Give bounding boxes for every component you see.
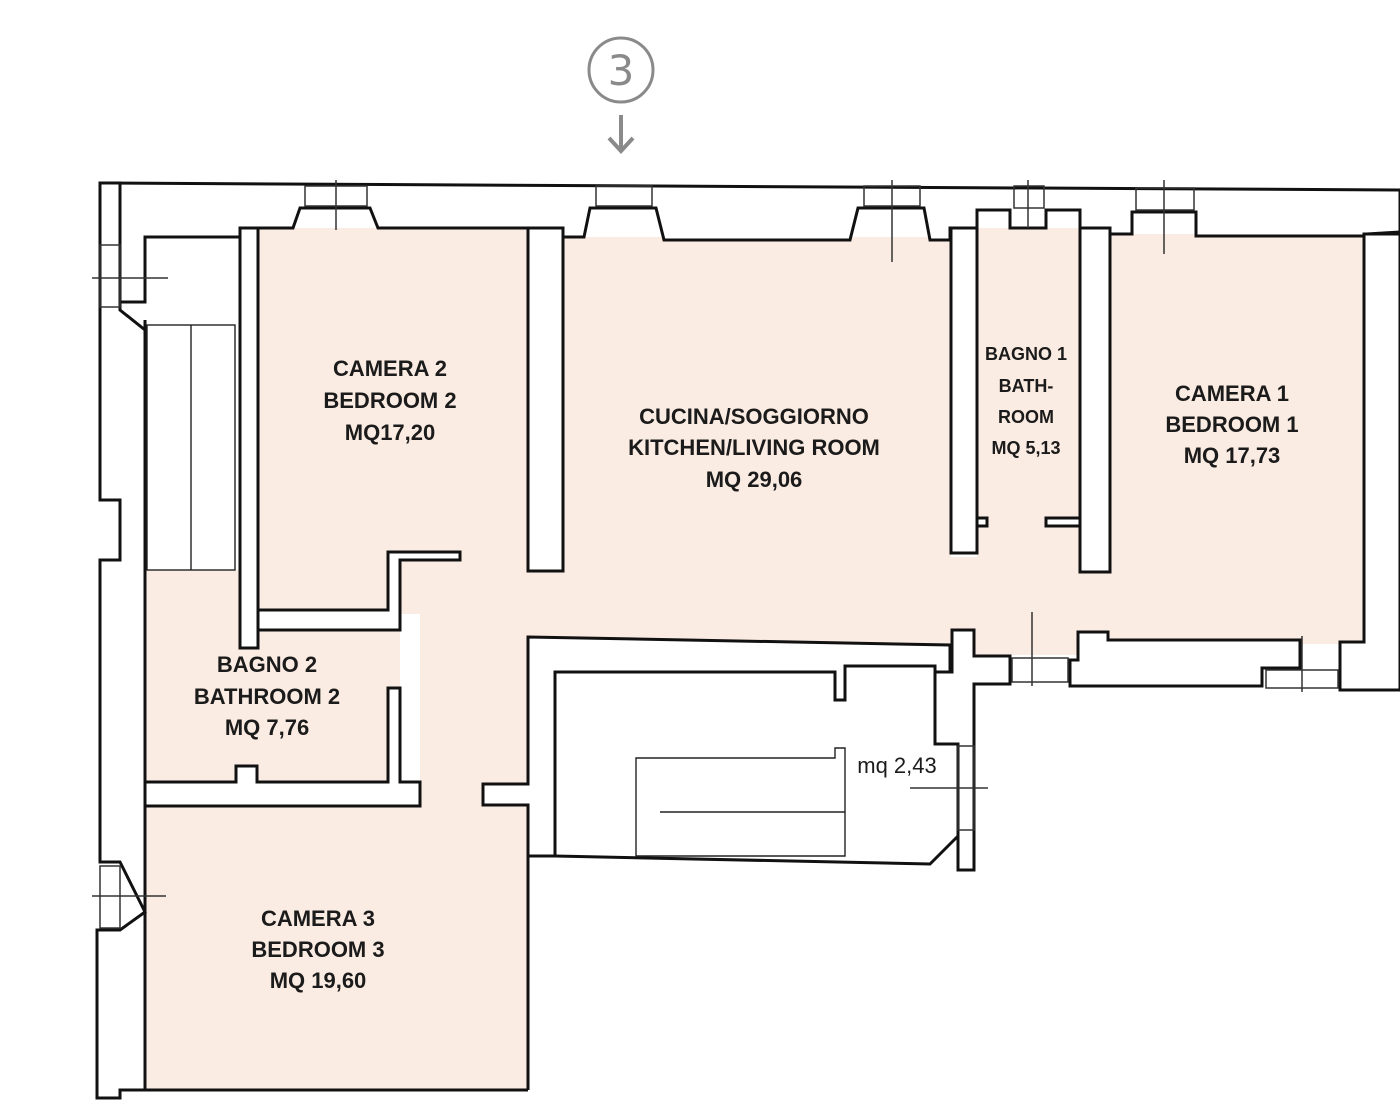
camera1-area: MQ 17,73 bbox=[1184, 443, 1281, 468]
camera3-label-1: CAMERA 3 bbox=[261, 906, 375, 931]
wall-bagno2-camera3 bbox=[143, 686, 422, 808]
window-bottom-1 bbox=[1011, 657, 1069, 683]
wall-camera2-kitchen bbox=[526, 226, 565, 573]
camera3-area: MQ 19,60 bbox=[270, 968, 367, 993]
bagno1-door-stub-left bbox=[975, 516, 989, 528]
view-marker: 3 bbox=[587, 36, 655, 154]
bagno1-label-2: BATH- bbox=[999, 376, 1054, 396]
wall-camera2-bottom bbox=[256, 550, 462, 632]
room-fills bbox=[145, 228, 1364, 1090]
camera2-label-1: CAMERA 2 bbox=[333, 356, 447, 381]
bagno1-label-3: ROOM bbox=[998, 407, 1054, 427]
room-labels: CAMERA 2 BEDROOM 2 MQ17,20 CUCINA/SOGGIO… bbox=[194, 344, 1299, 993]
wall-camera2-left bbox=[238, 226, 260, 650]
camera2-label-2: BEDROOM 2 bbox=[323, 388, 456, 413]
camera1-label-1: CAMERA 1 bbox=[1175, 381, 1289, 406]
wall-bagno1-camera1 bbox=[1078, 226, 1112, 574]
bagno1-door-stub-right bbox=[1044, 516, 1082, 528]
stair-room-bottom bbox=[554, 834, 960, 866]
view-marker-arrow-head bbox=[607, 136, 635, 154]
view-marker-number: 3 bbox=[608, 46, 635, 95]
landing-area: mq 2,43 bbox=[857, 753, 937, 778]
cucina-area: MQ 29,06 bbox=[706, 467, 803, 492]
room-camera-2 bbox=[258, 228, 528, 614]
camera3-label-2: BEDROOM 3 bbox=[251, 937, 384, 962]
bagno2-area: MQ 7,76 bbox=[225, 715, 309, 740]
room-bagno-2 bbox=[145, 570, 400, 782]
window-kitchen-1 bbox=[595, 185, 653, 207]
bagno2-label-2: BATHROOM 2 bbox=[194, 684, 340, 709]
room-camera-3 bbox=[145, 806, 528, 1090]
camera1-label-2: BEDROOM 1 bbox=[1165, 412, 1298, 437]
room-bagno-1 bbox=[977, 228, 1079, 568]
window-camera1 bbox=[1135, 187, 1195, 211]
bagno1-area: MQ 5,13 bbox=[991, 438, 1060, 458]
view-marker-circle bbox=[587, 36, 655, 104]
camera1-right-wall bbox=[1338, 232, 1400, 692]
wall-kitchen-bagno1 bbox=[949, 226, 979, 555]
bagno2-label-1: BAGNO 2 bbox=[217, 652, 317, 677]
stairs-right bbox=[635, 747, 846, 857]
camera2-area: MQ17,20 bbox=[345, 420, 436, 445]
stairs-left bbox=[146, 324, 236, 571]
window-bagno1 bbox=[1013, 185, 1045, 209]
stairs-right-outline bbox=[635, 747, 846, 857]
cucina-label-2: KITCHEN/LIVING ROOM bbox=[628, 435, 880, 460]
corridor-bottom-wall bbox=[481, 635, 952, 858]
room-cucina-soggiorno bbox=[563, 237, 951, 557]
left-outer-wall bbox=[95, 181, 147, 1100]
camera1-bottom-wall bbox=[1068, 630, 1302, 688]
openings bbox=[92, 180, 1339, 929]
cucina-label-1: CUCINA/SOGGIORNO bbox=[639, 404, 869, 429]
walls bbox=[95, 181, 1400, 1100]
window-left-stair bbox=[99, 244, 121, 308]
window-camera3 bbox=[99, 865, 121, 929]
bagno1-label-1: BAGNO 1 bbox=[985, 344, 1067, 364]
